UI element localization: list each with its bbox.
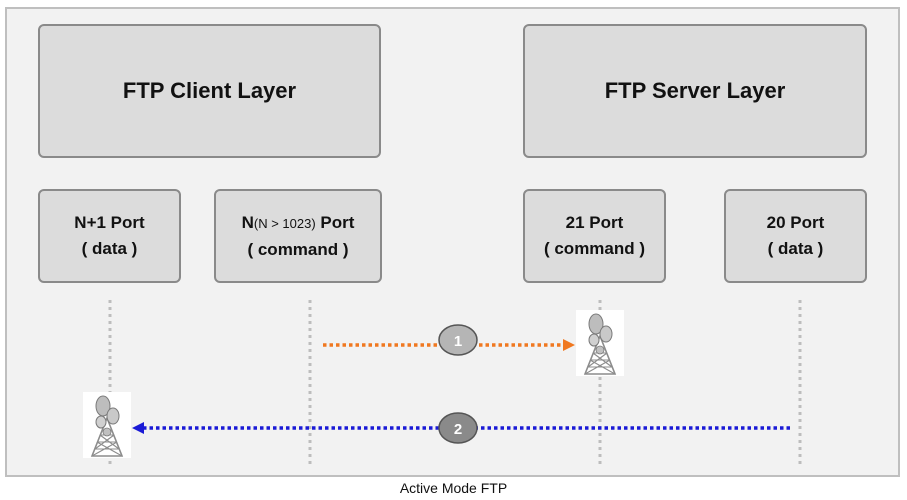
- server-command-port-name: 21 Port: [565, 213, 624, 232]
- step-1-number: 1: [454, 333, 462, 350]
- server-data-port-box: 20 Port ( data ): [724, 189, 867, 283]
- client-command-port-box: N(N > 1023) Port ( command ): [214, 189, 382, 283]
- step-1-arrowhead: [563, 339, 575, 351]
- step-1-badge: 1: [438, 324, 478, 356]
- client-layer-label: FTP Client Layer: [122, 78, 297, 103]
- server-data-port-name: 20 Port: [766, 213, 825, 232]
- step-2-badge: 2: [438, 412, 478, 444]
- client-data-port-role: ( data ): [81, 239, 138, 258]
- server-command-port-role: ( command ): [543, 239, 646, 258]
- ftp-server-layer-box: FTP Server Layer: [523, 24, 867, 158]
- step-2-arrowhead: [132, 422, 144, 434]
- server-data-port-role: ( data ): [767, 239, 824, 258]
- figure-caption: Active Mode FTP: [399, 480, 508, 496]
- client-data-port-box: N+1 Port ( data ): [38, 189, 181, 283]
- client-command-port-condition: (N > 1023): [253, 215, 316, 231]
- client-command-port-name: N(N > 1023) Port: [242, 210, 355, 237]
- client-command-port-role: ( command ): [247, 239, 349, 259]
- server-layer-label: FTP Server Layer: [604, 78, 786, 103]
- step-2-number: 2: [454, 421, 462, 438]
- antenna-tower-icon: [575, 309, 625, 377]
- server-command-port-box: 21 Port ( command ): [523, 189, 666, 283]
- client-command-port-prefix: N: [241, 212, 254, 232]
- antenna-tower-icon: [82, 391, 132, 459]
- client-command-port-suffix: Port: [315, 212, 355, 232]
- ftp-client-layer-box: FTP Client Layer: [38, 24, 381, 158]
- client-data-port-name: N+1 Port: [74, 213, 145, 232]
